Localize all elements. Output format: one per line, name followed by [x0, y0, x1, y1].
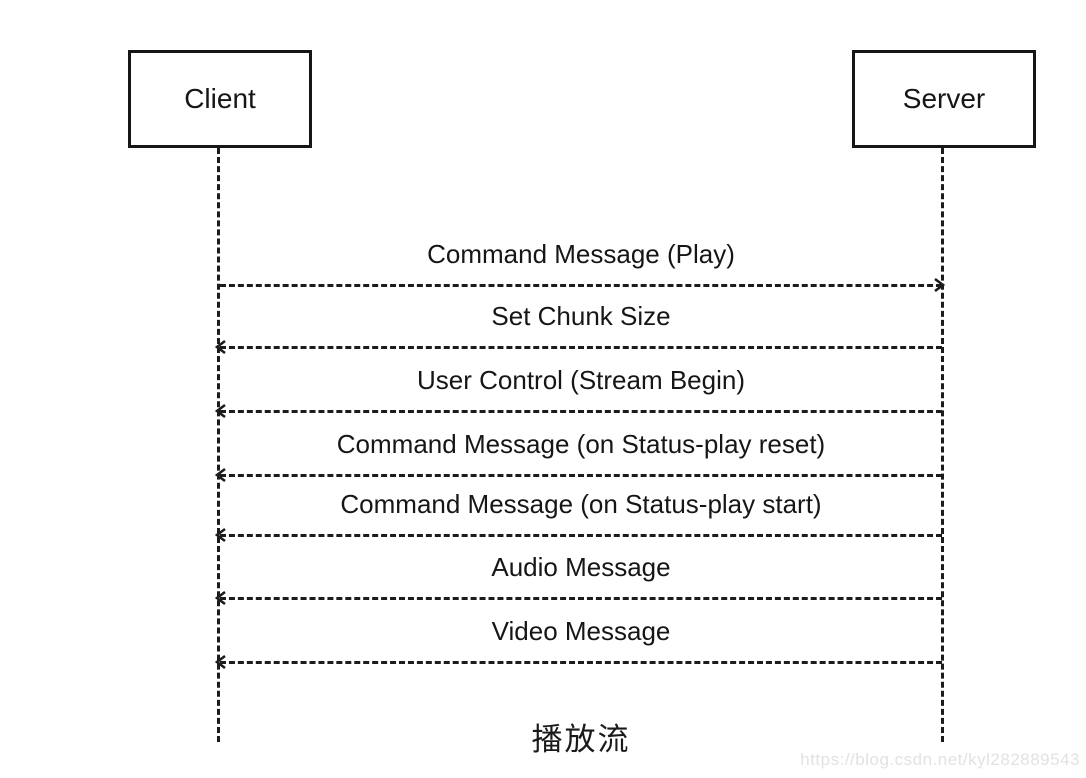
actor-label-client: Client	[184, 83, 256, 114]
watermark: https://blog.csdn.net/kyl282889543	[800, 750, 1080, 769]
actor-label-server: Server	[902, 83, 986, 114]
message-arrow-line	[220, 597, 942, 600]
lifeline-client	[217, 148, 220, 742]
arrowhead-right-icon	[934, 277, 946, 293]
message-arrow-line	[220, 284, 942, 287]
arrowhead-left-icon	[214, 654, 226, 670]
message-arrow-line	[220, 346, 942, 349]
message-arrow-line	[220, 534, 942, 537]
arrowhead-left-icon	[214, 590, 226, 606]
message-label: Video Message	[491, 616, 671, 646]
arrowhead-left-icon	[214, 339, 226, 355]
message-label: Command Message (on Status-play reset)	[336, 429, 826, 459]
message-arrow-line	[220, 661, 942, 664]
actor-box-client: Client	[128, 50, 312, 148]
message-label: User Control (Stream Begin)	[417, 365, 745, 395]
arrowhead-left-icon	[214, 467, 226, 483]
message-label: Command Message (Play)	[427, 239, 735, 269]
actor-box-server: Server	[852, 50, 1036, 148]
message-label: Audio Message	[491, 552, 671, 582]
arrowhead-left-icon	[214, 403, 226, 419]
arrowhead-left-icon	[214, 527, 226, 543]
message-arrow-line	[220, 410, 942, 413]
message-label: Set Chunk Size	[491, 301, 671, 331]
message-label: Command Message (on Status-play start)	[340, 489, 822, 519]
flow-title: 播放流	[531, 722, 631, 757]
lifeline-server	[941, 148, 944, 742]
message-arrow-line	[220, 474, 942, 477]
